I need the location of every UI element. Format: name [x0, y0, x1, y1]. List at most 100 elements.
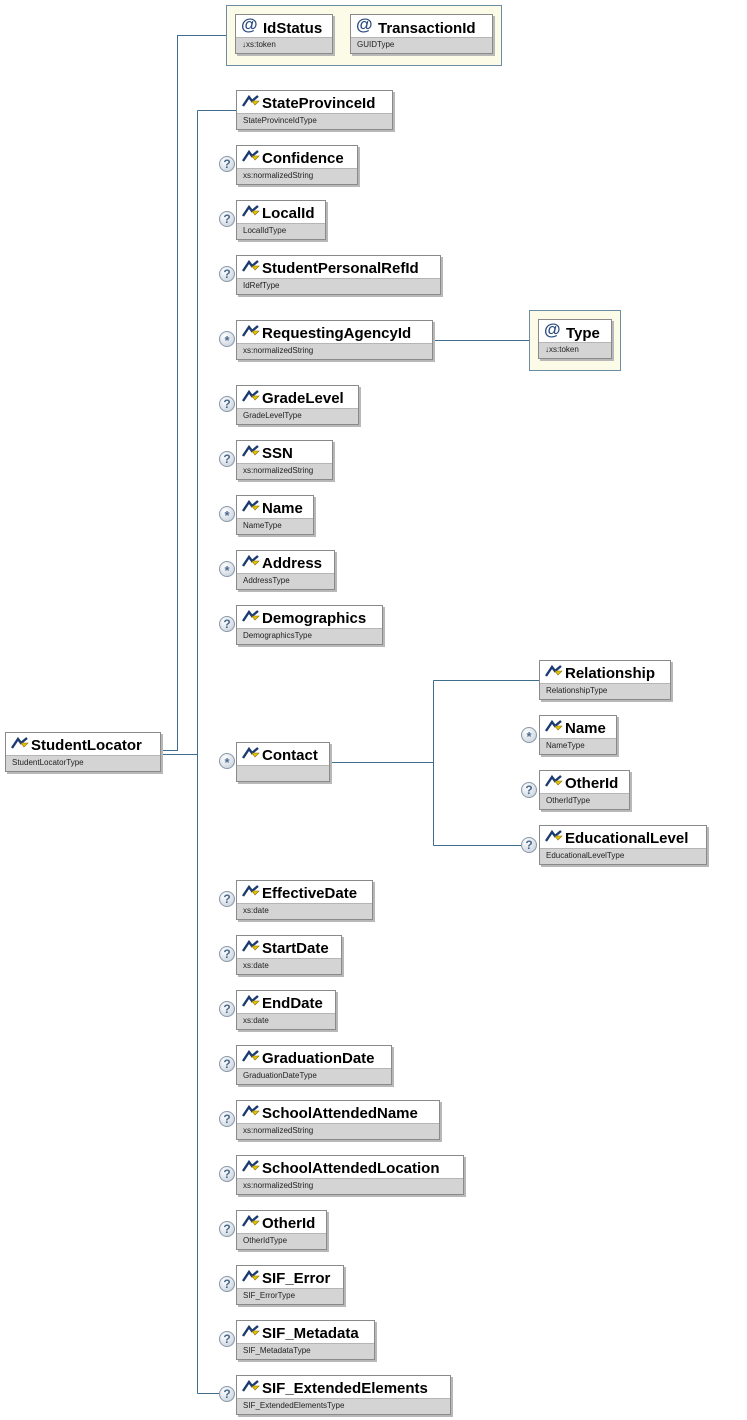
element-name: LocalId	[262, 205, 315, 222]
element-name: EducationalLevel	[565, 830, 689, 847]
optional-icon: ?	[219, 1221, 235, 1237]
element-name: StudentPersonalRefId	[262, 260, 419, 277]
zero-or-more-icon: *	[219, 561, 235, 578]
optional-icon: ?	[219, 946, 235, 962]
element-icon	[242, 885, 260, 897]
optional-icon: ?	[521, 782, 537, 798]
element-name: RequestingAgencyId	[262, 325, 412, 342]
attribute-icon: @	[544, 320, 561, 339]
element-icon	[242, 610, 260, 622]
element-name: SIF_ExtendedElements	[262, 1380, 428, 1397]
element-type: xs:normalizedString	[237, 463, 332, 479]
element-name: SchoolAttendedLocation	[262, 1160, 440, 1177]
element-name: Name	[262, 500, 303, 517]
element-name: SchoolAttendedName	[262, 1105, 418, 1122]
element-type: SIF_ErrorType	[237, 1288, 343, 1304]
zero-or-more-icon: *	[219, 753, 235, 770]
element-type: xs:normalizedString	[237, 168, 357, 184]
optional-icon: ?	[219, 1111, 235, 1127]
optional-icon: ?	[219, 1001, 235, 1017]
optional-icon: ?	[219, 616, 235, 632]
optional-icon: ?	[219, 1166, 235, 1182]
element-name: StateProvinceId	[262, 95, 376, 112]
element-name: EffectiveDate	[262, 885, 358, 902]
element-type: AddressType	[237, 573, 334, 589]
attribute-type: ↓xs:token	[236, 37, 332, 53]
element-type: xs:date	[237, 1013, 335, 1029]
root-element-student-locator[interactable]: StudentLocator StudentLocatorType	[5, 732, 161, 772]
attribute-transaction-id[interactable]: @ TransactionId GUIDType	[350, 14, 493, 54]
requesting-agency-attribute-group: @ Type ↓xs:token	[529, 310, 621, 371]
element-type: xs:normalizedString	[237, 1178, 463, 1194]
element-name: GraduationDate	[262, 1050, 375, 1067]
element-icon	[242, 995, 260, 1007]
optional-icon: ?	[219, 1386, 235, 1402]
element-icon	[242, 1105, 260, 1117]
element-type: IdRefType	[237, 278, 440, 294]
element-icon	[242, 500, 260, 512]
element-icon	[11, 737, 29, 749]
element-name: Address	[262, 555, 323, 572]
element-contact[interactable]: Contact	[236, 742, 330, 782]
element-name: OtherId	[565, 775, 619, 792]
element-icon	[242, 390, 260, 402]
element-icon	[242, 555, 260, 567]
attribute-icon: @	[356, 15, 373, 34]
element-type: NameType	[540, 738, 616, 754]
attribute-id-status[interactable]: @ IdStatus ↓xs:token	[235, 14, 333, 54]
element-name: GradeLevel	[262, 390, 344, 407]
element-icon	[242, 150, 260, 162]
element-type: SIF_ExtendedElementsType	[237, 1398, 450, 1414]
element-type: EducationalLevelType	[540, 848, 706, 864]
element-type	[237, 765, 329, 781]
element-type: SIF_MetadataType	[237, 1343, 374, 1359]
attribute-type[interactable]: @ Type ↓xs:token	[538, 319, 612, 359]
attribute-group: @ IdStatus ↓xs:token @ TransactionId GUI…	[226, 5, 502, 66]
optional-icon: ?	[219, 1056, 235, 1072]
element-icon	[242, 325, 260, 337]
element-icon	[242, 1160, 260, 1172]
attribute-name: Type	[566, 325, 600, 342]
element-name: EndDate	[262, 995, 323, 1012]
element-icon	[242, 260, 260, 272]
element-icon	[242, 747, 260, 759]
optional-icon: ?	[219, 1276, 235, 1292]
optional-icon: ?	[219, 396, 235, 412]
element-name: SIF_Error	[262, 1270, 331, 1287]
element-type: xs:date	[237, 903, 372, 919]
element-icon	[242, 940, 260, 952]
element-icon	[242, 1215, 260, 1227]
element-type: GraduationDateType	[237, 1068, 391, 1084]
element-type: xs:normalizedString	[237, 1123, 439, 1139]
element-icon	[545, 830, 563, 842]
zero-or-more-icon: *	[521, 727, 537, 744]
attribute-icon: @	[241, 15, 258, 34]
element-type: StateProvinceIdType	[237, 113, 392, 129]
attribute-type-label: ↓xs:token	[539, 342, 611, 358]
